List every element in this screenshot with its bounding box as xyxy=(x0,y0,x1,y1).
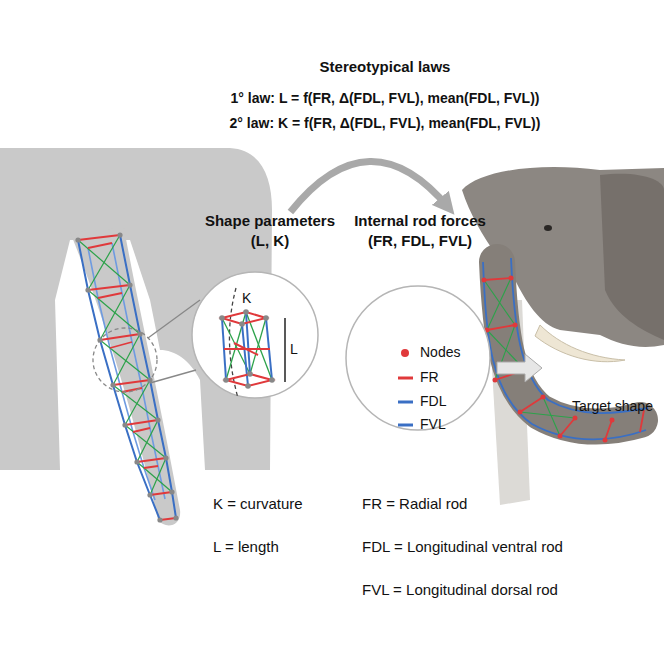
annotation-label: L xyxy=(290,341,298,358)
legend-label: FDL xyxy=(420,393,446,410)
curved-arrow xyxy=(290,161,448,212)
legend-label: FR xyxy=(420,369,439,386)
trunk-rod-model xyxy=(75,232,178,522)
title: Stereotypical laws xyxy=(235,58,535,76)
node-subheading: (L, K) xyxy=(185,232,355,250)
trunk-cell xyxy=(219,288,285,398)
node-heading: Internal rod forces xyxy=(340,212,500,230)
node-subheading: (FR, FDL, FVL) xyxy=(340,232,500,250)
target-rod-model xyxy=(482,258,649,443)
annotation-label: L = length xyxy=(213,538,279,556)
circle-shape xyxy=(346,286,490,430)
annotation-label: FVL = Longitudinal dorsal rod xyxy=(362,581,558,599)
law-formula: 2° law: K = f(FR, Δ(FDL, FVL), mean(FDL,… xyxy=(175,115,595,132)
law-formula: 1° law: L = f(FR, Δ(FDL, FVL), mean(FDL,… xyxy=(175,90,595,107)
node-heading: Shape parameters xyxy=(185,212,355,230)
magnifier-callout xyxy=(93,300,200,392)
annotation-label: Target shape xyxy=(572,398,653,415)
annotation-label: K xyxy=(242,290,251,307)
legend-label: Nodes xyxy=(420,344,460,361)
elephant-head xyxy=(462,167,664,505)
annotation-label: FDL = Longitudinal ventral rod xyxy=(362,538,563,556)
legend-samples xyxy=(398,349,413,425)
legend-label: FVL xyxy=(420,416,446,433)
flow-arrow xyxy=(497,354,542,382)
annotation-label: FR = Radial rod xyxy=(362,495,467,513)
circle-shape xyxy=(192,272,318,398)
elephant-trunk xyxy=(70,228,180,525)
annotation-label: K = curvature xyxy=(213,495,303,513)
